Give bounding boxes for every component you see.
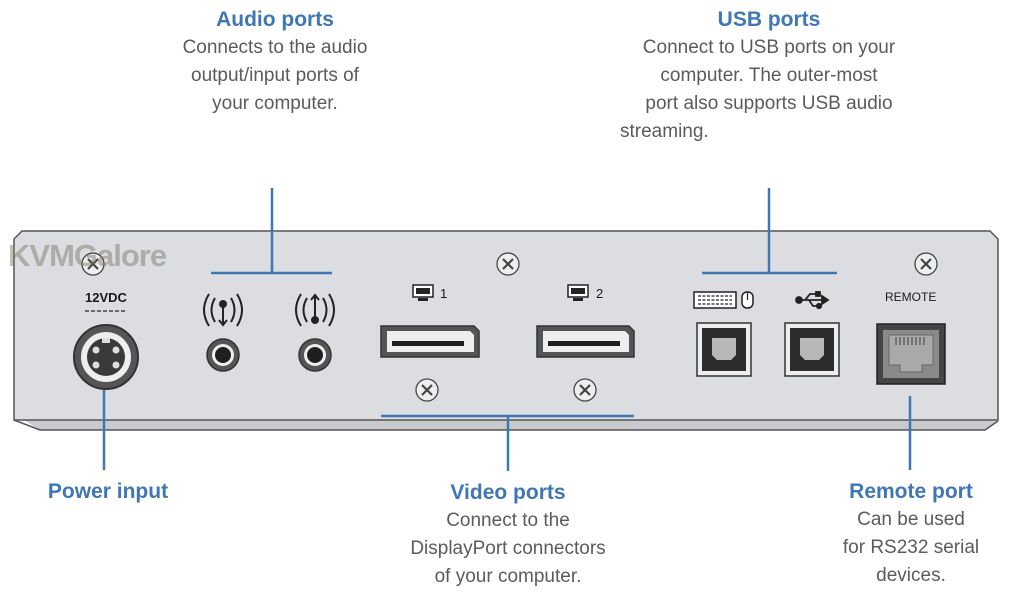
audio-leader-line [211,188,332,275]
power-input-port [73,310,139,390]
monitor-icon [412,284,434,301]
leader-lines [102,188,912,471]
remote-port-description-line: for RS232 serial [842,537,980,558]
video-port-1 [380,284,480,358]
video-ports-description-line: Connect to the [446,510,570,531]
video-leader-line [381,414,634,471]
video-ports-callout: Video ports Connect to the DisplayPort c… [383,479,633,591]
usb-ports-title: USB ports [717,8,821,31]
screw-top-center [496,252,520,276]
audio-in-icon [295,293,335,327]
keyboard-mouse-icon [693,291,754,309]
screw-bottom-right [573,378,597,402]
video-port-1-number: 1 [440,286,448,301]
remote-port [876,323,946,385]
audio-out-icon [203,293,243,327]
usb-ports-callout: USB ports Connect to USB ports on your c… [614,6,924,146]
usb-ports-description-line: Connect to USB ports on your [642,37,896,58]
remote-port-description-line: Can be used [857,509,965,530]
audio-ports-callout: Audio ports Connects to the audio output… [160,6,390,118]
screw-bottom-left [415,378,439,402]
monitor-icon [567,284,589,301]
audio-ports-title: Audio ports [216,8,334,31]
audio-output-port [203,293,243,372]
watermark-logo: KVMGalore [8,238,167,273]
audio-ports-description-line: output/input ports of [191,65,359,86]
screw-top-left [81,252,105,276]
usb-ports-description-line: streaming. [620,121,709,142]
remote-port-description-line: devices. [876,565,946,586]
audio-ports-description-line: Connects to the audio [182,37,368,58]
usb-ports-description-line: port also supports USB audio [645,93,893,114]
video-ports-title: Video ports [450,481,566,504]
usb-icon [795,291,830,310]
power-input-title: Power input [47,480,169,503]
video-port-2 [536,284,635,358]
video-ports-description-line: of your computer. [434,566,582,587]
screw-top-right [914,252,938,276]
usb-port-keyboard-mouse [693,291,754,377]
usb-ports-description-line: computer. The outer-most [660,65,878,86]
audio-ports-description-line: your computer. [212,93,338,114]
remote-port-title: Remote port [849,480,973,503]
video-port-2-number: 2 [596,286,604,301]
power-label: 12VDC [85,290,127,305]
device-panel [13,230,999,431]
remote-port-callout: Remote port Can be used for RS232 serial… [823,478,999,590]
usb-leader-line [702,188,837,275]
remote-label: REMOTE [885,290,937,304]
power-input-callout: Power input [20,478,196,506]
video-ports-description-line: DisplayPort connectors [410,538,606,559]
audio-input-port [295,293,335,372]
usb-port-outer [784,291,840,377]
